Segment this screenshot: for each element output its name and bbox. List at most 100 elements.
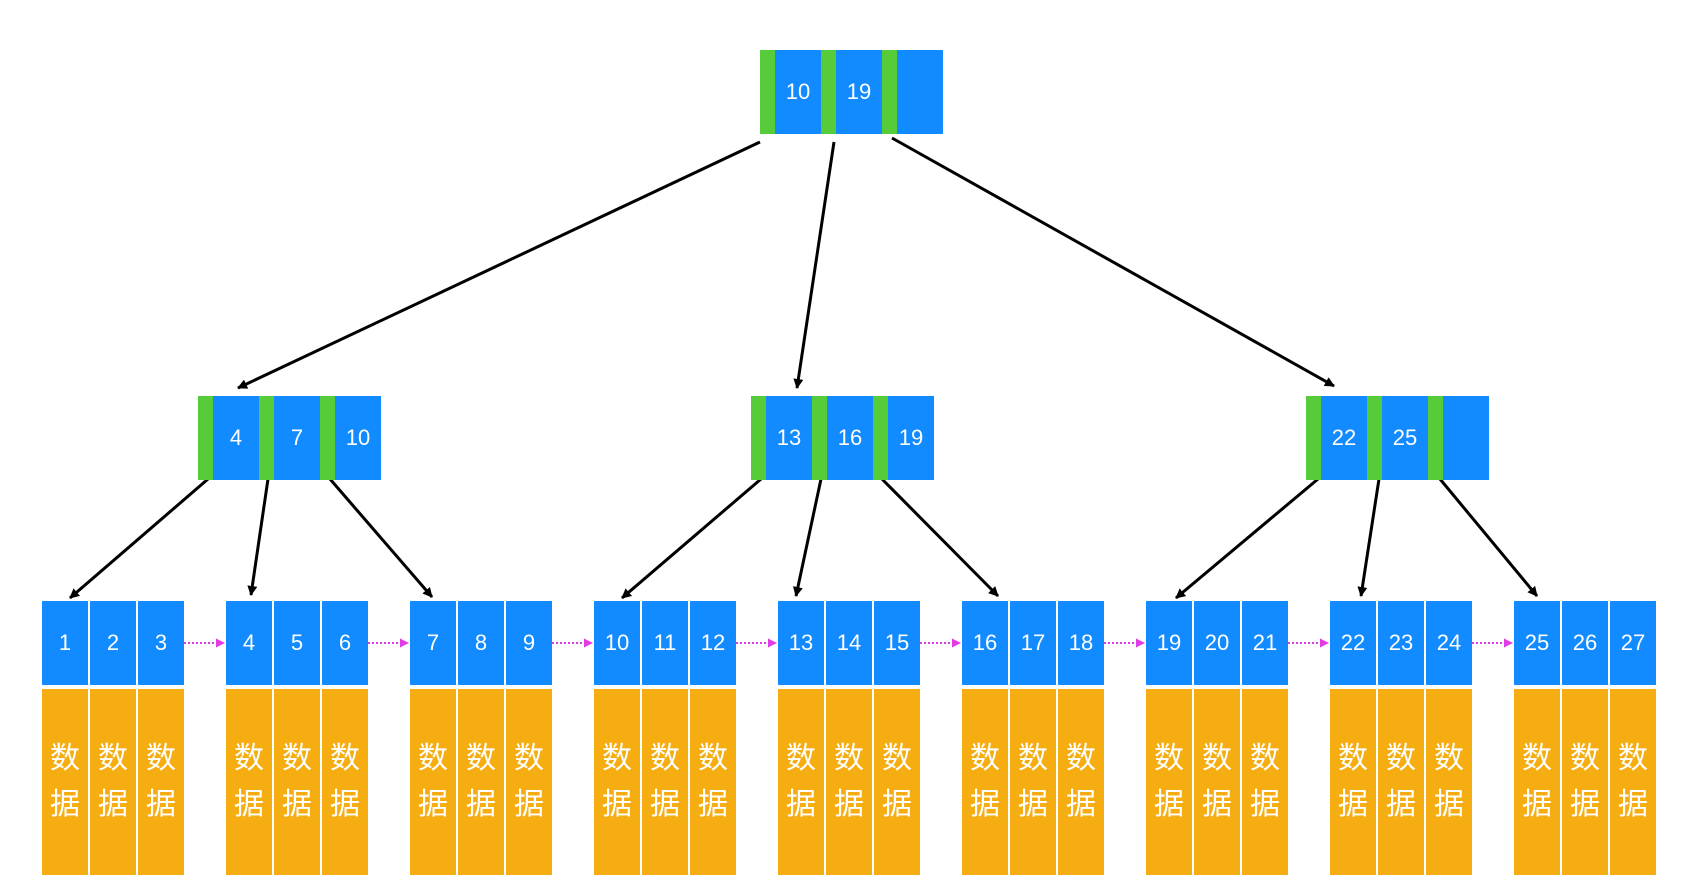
internal-pointer [259, 396, 274, 480]
leaf-key: 6 [322, 601, 368, 685]
leaf-key: 21 [1242, 601, 1288, 685]
leaf-data-cell: 数据 [42, 689, 88, 875]
leaf-data-cell: 数据 [1514, 689, 1560, 875]
leaf-data-cell: 数据 [874, 689, 920, 875]
root-node: 10 19 [760, 50, 943, 134]
tree-pointer-arrow [792, 478, 823, 597]
leaf-data-cell: 数据 [90, 689, 136, 875]
leaf-data-cell: 数据 [1610, 689, 1656, 875]
leaf-data-cell: 数据 [1562, 689, 1608, 875]
root-pointer [821, 50, 836, 134]
root-pointer [760, 50, 775, 134]
tree-pointer-arrow [1357, 478, 1381, 597]
root-key: 10 [775, 50, 821, 134]
leaf-key: 22 [1330, 601, 1376, 685]
internal-key: 16 [827, 396, 873, 480]
tree-pointer-arrow [1175, 477, 1319, 600]
leaf-key: 17 [1010, 601, 1056, 685]
leaf-key: 9 [506, 601, 552, 685]
internal-empty-slot [1443, 396, 1489, 480]
internal-key: 4 [213, 396, 259, 480]
internal-key: 25 [1382, 396, 1428, 480]
tree-pointer-arrow [880, 477, 1000, 598]
leaf-data-cell: 数据 [1146, 689, 1192, 875]
leaf-data-cell: 数据 [594, 689, 640, 875]
leaf-key: 8 [458, 601, 504, 685]
leaf-data-cell: 数据 [1426, 689, 1472, 875]
leaf-key: 4 [226, 601, 272, 685]
tree-pointer-arrow [793, 141, 836, 389]
leaf-data-cell: 数据 [1010, 689, 1056, 875]
leaf-key: 11 [642, 601, 688, 685]
leaf-data-cell: 数据 [138, 689, 184, 875]
leaf-data-cell: 数据 [642, 689, 688, 875]
leaf-key: 5 [274, 601, 320, 685]
internal-node: 4 7 10 [198, 396, 381, 480]
tree-pointer-arrow [891, 136, 1335, 388]
leaf-key: 1 [42, 601, 88, 685]
leaf-data-cell: 数据 [322, 689, 368, 875]
leaf-key: 27 [1610, 601, 1656, 685]
leaf-data-cell: 数据 [778, 689, 824, 875]
leaf-data-cell: 数据 [458, 689, 504, 875]
root-key: 19 [836, 50, 882, 134]
internal-pointer [1306, 396, 1321, 480]
tree-pointer-arrow [328, 478, 434, 598]
internal-pointer [198, 396, 213, 480]
leaf-data-cell: 数据 [1242, 689, 1288, 875]
internal-node: 22 25 [1306, 396, 1489, 480]
leaf-key: 19 [1146, 601, 1192, 685]
leaf-key: 10 [594, 601, 640, 685]
leaf-data-cell: 数据 [274, 689, 320, 875]
leaf-key: 14 [826, 601, 872, 685]
internal-pointer [320, 396, 335, 480]
leaf-data-cell: 数据 [826, 689, 872, 875]
leaf-data-cell: 数据 [1194, 689, 1240, 875]
tree-pointer-arrow [69, 477, 209, 600]
internal-pointer [751, 396, 766, 480]
leaf-key: 2 [90, 601, 136, 685]
leaf-key: 25 [1514, 601, 1560, 685]
internal-pointer [1367, 396, 1382, 480]
tree-pointer-arrow [1438, 478, 1539, 597]
leaf-data-cell: 数据 [1378, 689, 1424, 875]
leaf-data-cell: 数据 [1330, 689, 1376, 875]
leaf-key: 15 [874, 601, 920, 685]
leaf-key: 16 [962, 601, 1008, 685]
leaf-key: 12 [690, 601, 736, 685]
tree-pointer-arrow [237, 140, 761, 390]
internal-key: 19 [888, 396, 934, 480]
internal-pointer [812, 396, 827, 480]
internal-pointer [873, 396, 888, 480]
leaf-key: 23 [1378, 601, 1424, 685]
leaf-key: 20 [1194, 601, 1240, 685]
leaf-key: 13 [778, 601, 824, 685]
leaf-data-cell: 数据 [1058, 689, 1104, 875]
root-pointer [882, 50, 897, 134]
leaf-key: 7 [410, 601, 456, 685]
tree-pointer-arrow [247, 478, 270, 596]
leaf-key: 26 [1562, 601, 1608, 685]
internal-key: 10 [335, 396, 381, 480]
root-empty-slot [897, 50, 943, 134]
leaf-data-cell: 数据 [410, 689, 456, 875]
leaf-data-cell: 数据 [506, 689, 552, 875]
leaf-key: 3 [138, 601, 184, 685]
internal-node: 13 16 19 [751, 396, 934, 480]
internal-key: 22 [1321, 396, 1367, 480]
leaf-data-cell: 数据 [962, 689, 1008, 875]
leaf-data-cell: 数据 [690, 689, 736, 875]
leaf-key: 18 [1058, 601, 1104, 685]
leaf-data-cell: 数据 [226, 689, 272, 875]
